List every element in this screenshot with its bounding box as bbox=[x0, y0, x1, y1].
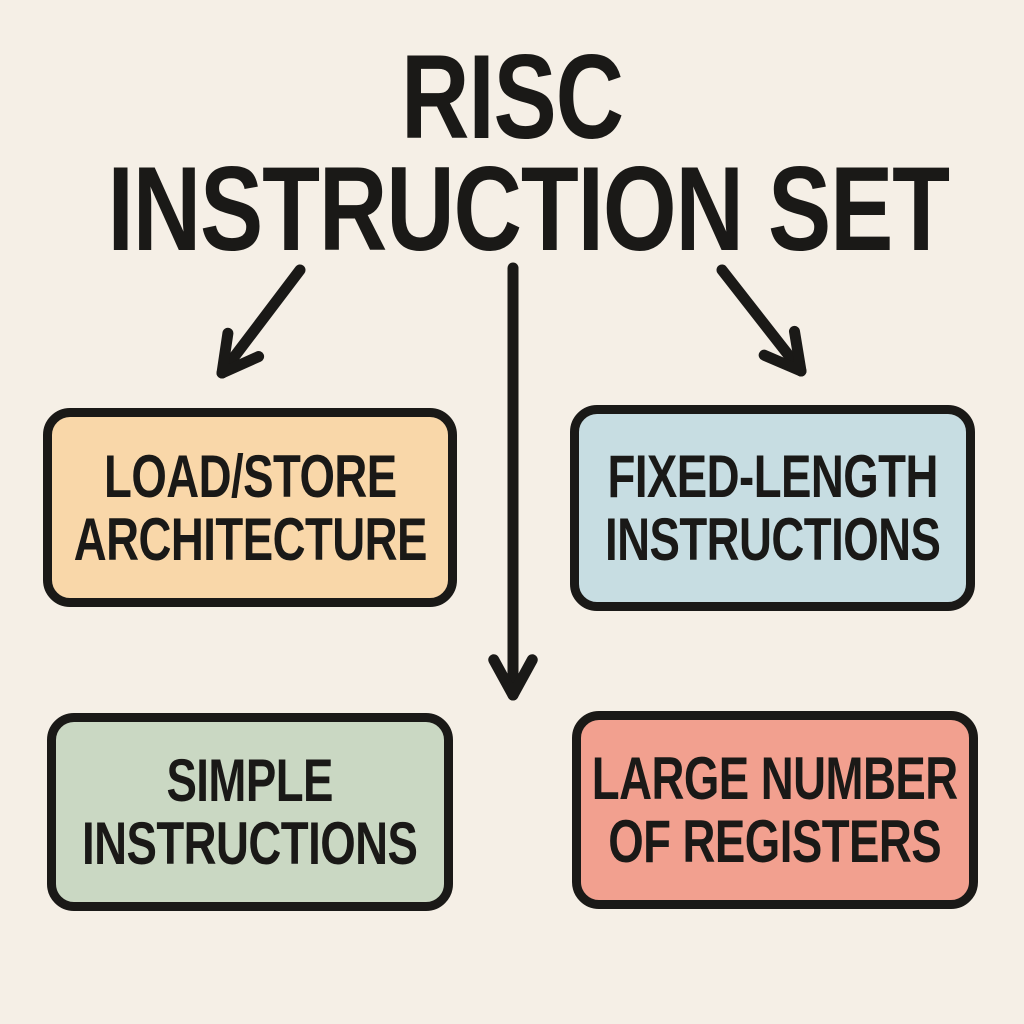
box-fixed-length-line-1: FIXED-LENGTH bbox=[607, 443, 938, 510]
box-simple-line-1: SIMPLE bbox=[166, 747, 334, 814]
diagram-title: RISC INSTRUCTION SET bbox=[107, 30, 951, 276]
box-simple-label: SIMPLE INSTRUCTIONS bbox=[82, 747, 418, 877]
box-load-store-line-1: LOAD/STORE bbox=[103, 442, 397, 510]
arrow-down-left-icon bbox=[216, 264, 306, 379]
title-line-2: INSTRUCTION SET bbox=[107, 141, 951, 276]
box-simple-line-2: INSTRUCTIONS bbox=[82, 810, 418, 877]
box-large-registers-label: LARGE NUMBER OF REGISTERS bbox=[592, 747, 958, 873]
box-fixed-length-instructions: FIXED-LENGTH INSTRUCTIONS bbox=[570, 405, 975, 611]
box-load-store-label: LOAD/STORE ARCHITECTURE bbox=[73, 442, 427, 573]
box-large-registers-line-1: LARGE NUMBER bbox=[592, 745, 958, 812]
arrow-down-right-icon bbox=[716, 264, 807, 377]
title-line-1: RISC bbox=[401, 30, 624, 164]
box-large-registers-line-2: OF REGISTERS bbox=[608, 808, 942, 875]
box-large-number-of-registers: LARGE NUMBER OF REGISTERS bbox=[572, 711, 978, 909]
box-simple-instructions: SIMPLE INSTRUCTIONS bbox=[47, 713, 453, 911]
box-fixed-length-line-2: INSTRUCTIONS bbox=[604, 506, 941, 573]
box-load-store-architecture: LOAD/STORE ARCHITECTURE bbox=[43, 408, 457, 607]
box-fixed-length-label: FIXED-LENGTH INSTRUCTIONS bbox=[604, 443, 941, 573]
box-load-store-line-2: ARCHITECTURE bbox=[73, 505, 427, 573]
